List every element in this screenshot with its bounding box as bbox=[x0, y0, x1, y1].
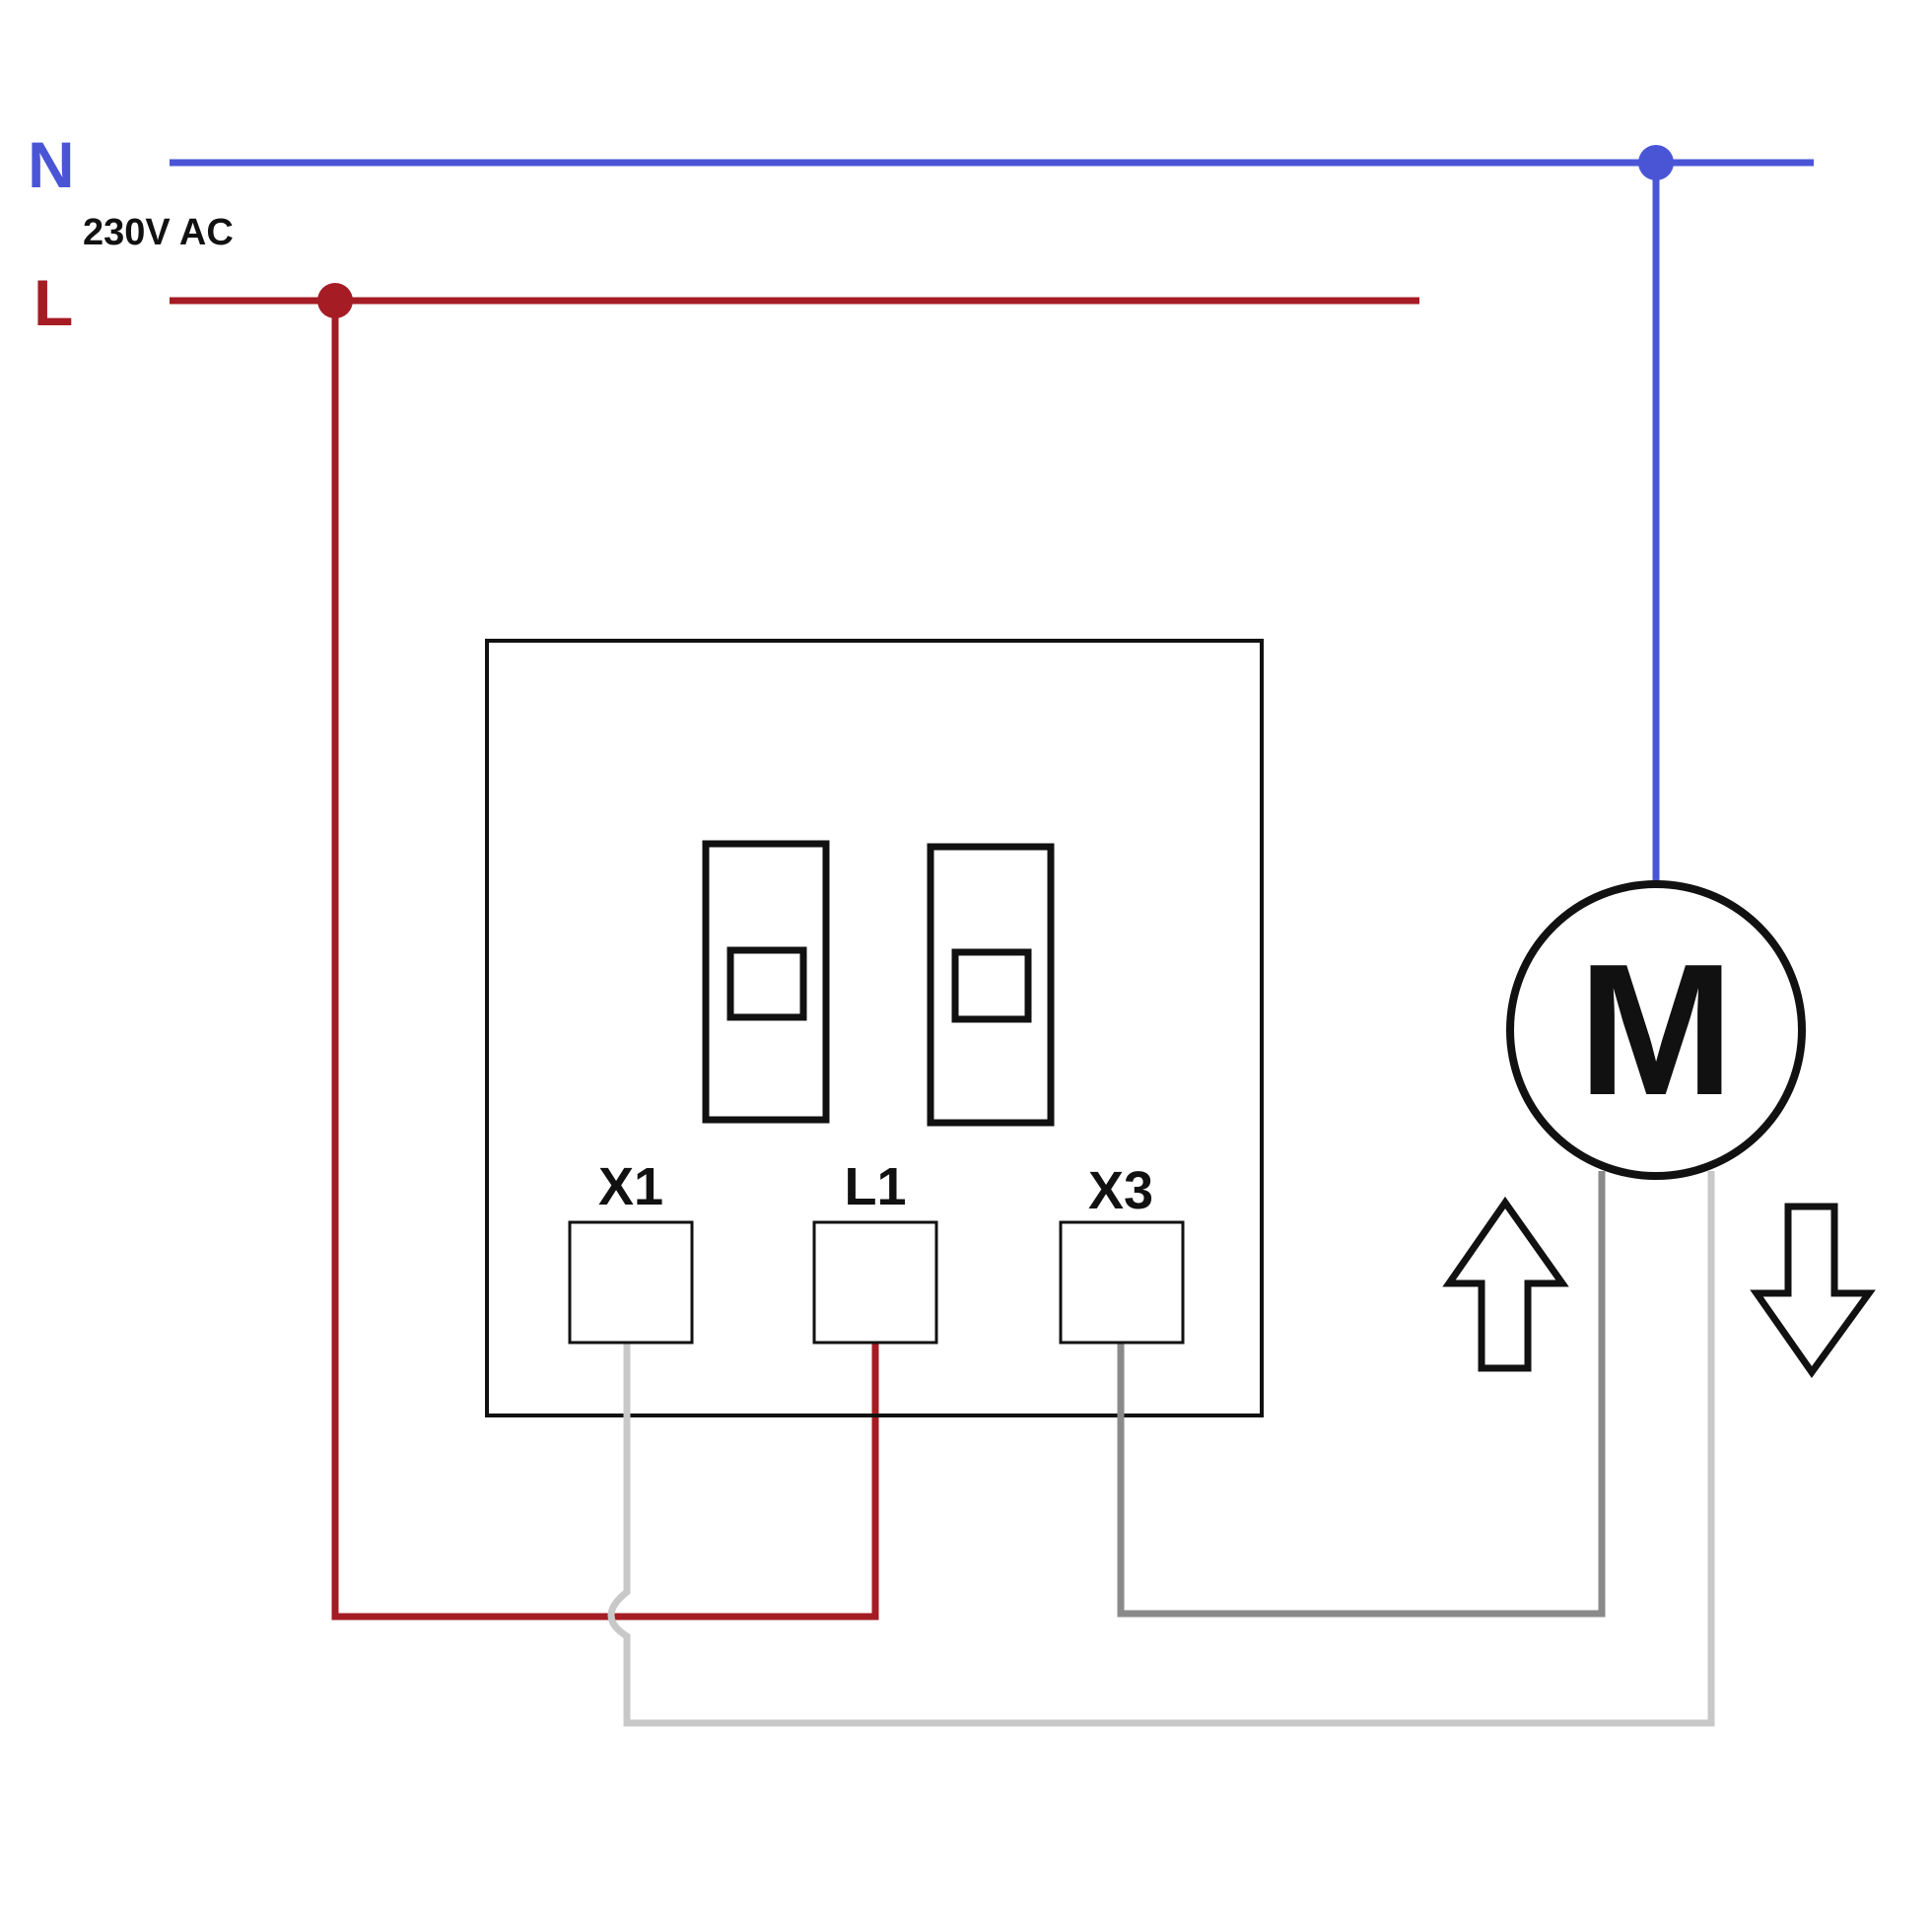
motor-output-wires bbox=[607, 1171, 1715, 1727]
terminal-l1-box[interactable] bbox=[812, 1220, 938, 1345]
switch-housing bbox=[485, 639, 1264, 1417]
live-junction-dot bbox=[317, 283, 353, 318]
motor-label: M bbox=[1578, 926, 1734, 1135]
terminal-x1-box[interactable] bbox=[568, 1220, 694, 1345]
terminal-l1-label: L1 bbox=[844, 1157, 906, 1216]
rocker-down-indicator bbox=[951, 948, 1032, 1023]
motor-circle bbox=[1506, 880, 1806, 1180]
switch-unit: X1 L1 X3 bbox=[485, 639, 1264, 1417]
live-label: L bbox=[34, 266, 73, 339]
terminal-x3-box[interactable] bbox=[1059, 1220, 1185, 1345]
live-wire-group bbox=[170, 283, 1419, 1621]
rocker-up-button[interactable] bbox=[702, 840, 830, 1124]
rocker-up-indicator bbox=[726, 946, 807, 1021]
terminal-x3-label: X3 bbox=[1088, 1161, 1153, 1220]
arrow-up-icon bbox=[1442, 1196, 1569, 1372]
neutral-wire-group bbox=[170, 145, 1814, 887]
voltage-label: 230V AC bbox=[83, 212, 234, 253]
motor: M bbox=[1506, 880, 1806, 1180]
rocker-down-button[interactable] bbox=[927, 843, 1055, 1127]
arrow-down-icon bbox=[1750, 1203, 1876, 1379]
wire-x1-to-motor bbox=[607, 1171, 1715, 1727]
terminal-x1-label: X1 bbox=[598, 1157, 663, 1216]
wire-x3-to-motor bbox=[1117, 1171, 1606, 1618]
neutral-junction-dot bbox=[1638, 145, 1674, 180]
neutral-label: N bbox=[28, 128, 75, 201]
live-feed-to-l1 bbox=[331, 301, 879, 1621]
